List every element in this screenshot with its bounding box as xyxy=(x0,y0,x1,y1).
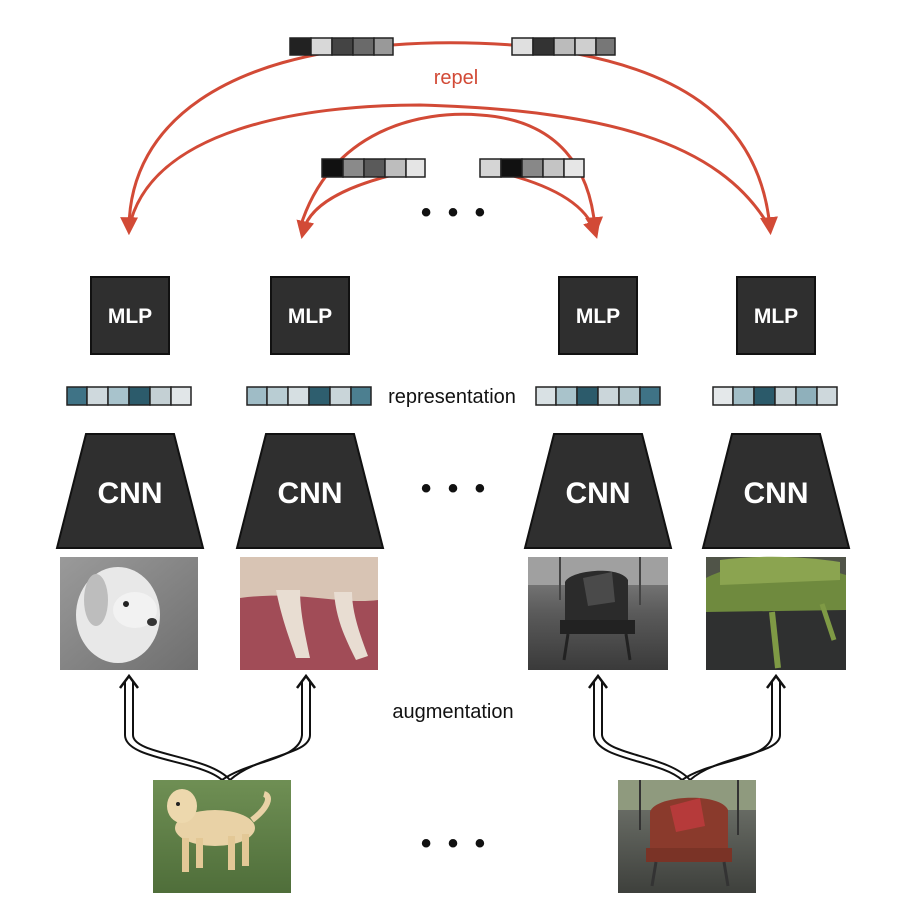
ellipsis-bottom: • • • xyxy=(421,827,489,860)
svg-text:CNN: CNN xyxy=(278,477,343,510)
svg-text:MLP: MLP xyxy=(576,305,620,328)
representation-vector-4 xyxy=(712,386,838,406)
svg-text:MLP: MLP xyxy=(754,305,798,328)
svg-text:CNN: CNN xyxy=(566,477,631,510)
ellipsis-top: • • • xyxy=(421,196,489,229)
dog-view-1-image xyxy=(60,557,198,670)
cnn-block-1: CNN xyxy=(55,433,205,549)
ellipsis-middle: • • • xyxy=(421,472,489,505)
chair-view-1-image xyxy=(528,557,668,670)
svg-text:CNN: CNN xyxy=(98,477,163,510)
dog-original-image xyxy=(153,780,291,893)
mlp-block-3: MLP xyxy=(558,276,638,355)
augmentation-arrowheads xyxy=(119,673,786,689)
svg-text:MLP: MLP xyxy=(288,305,332,328)
repel-arc-outer-left xyxy=(120,43,393,236)
top-vector-left xyxy=(289,37,394,56)
cnn-block-3: CNN xyxy=(523,433,673,549)
mlp-block-2: MLP xyxy=(270,276,350,355)
chair-view-2-image xyxy=(706,556,846,670)
mlp-block-1: MLP xyxy=(90,276,170,355)
representation-label: representation xyxy=(388,386,516,408)
representation-vector-1 xyxy=(66,386,192,406)
mlp-block-4: MLP xyxy=(736,276,816,355)
svg-text:MLP: MLP xyxy=(108,305,152,328)
repel-label: repel xyxy=(434,67,478,89)
top-vector-right xyxy=(511,37,616,56)
repel-arc-mid-right xyxy=(127,103,772,229)
dog-view-2-image xyxy=(240,557,378,670)
augmentation-label: augmentation xyxy=(392,701,513,723)
svg-text:CNN: CNN xyxy=(744,477,809,510)
mid-vector-right xyxy=(479,158,585,178)
representation-vector-2 xyxy=(246,386,372,406)
cnn-block-2: CNN xyxy=(235,433,385,549)
augmentation-arrows xyxy=(124,682,781,781)
mid-vector-left xyxy=(321,158,426,178)
representation-vector-3 xyxy=(535,386,661,406)
chair-original-image xyxy=(618,780,756,893)
repel-arc-outer-right xyxy=(391,41,778,236)
cnn-block-4: CNN xyxy=(701,433,851,549)
